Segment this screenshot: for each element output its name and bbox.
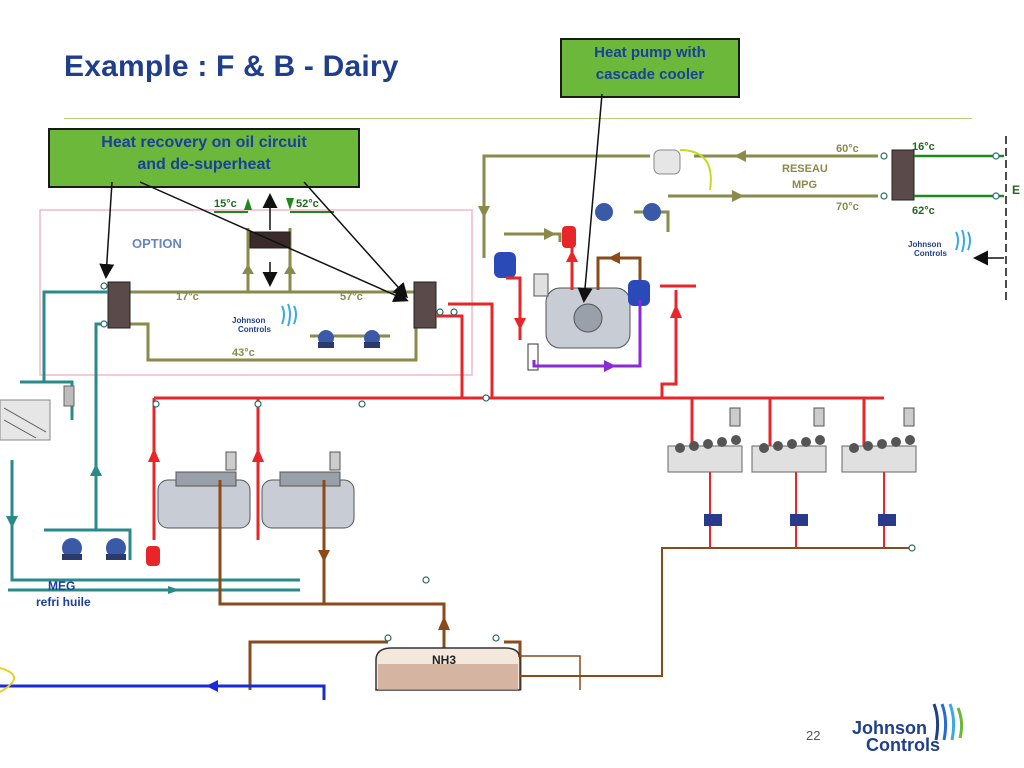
heat-pump-compressor (533, 273, 631, 349)
meg-label: MEG (48, 579, 75, 593)
teal-arrow-down (6, 516, 18, 528)
olive-reseau-circuit (482, 154, 878, 258)
jc-small-2-a: Johnson (908, 240, 941, 249)
chiller-1 (157, 451, 251, 529)
reseau-label: RESEAU (782, 163, 828, 175)
right-plate-exchanger (413, 281, 437, 329)
olive-arrow-up-right (284, 264, 296, 274)
callout-arrow-right-1 (139, 181, 409, 302)
heat-pump-callout-line1: Heat pump with (594, 44, 706, 61)
temp-60: 60°c (836, 143, 859, 155)
olive-arrow-down-left (478, 206, 490, 218)
jc-small-swirl-1 (281, 303, 297, 327)
callout-arrow-heat-pump (577, 93, 603, 303)
callout-arrow-left (99, 181, 115, 279)
left-dry-cooler (0, 385, 75, 441)
right-dry-cooler-3 (841, 407, 917, 473)
right-dry-cooler-pumps (704, 472, 896, 548)
red-arrow-up-2 (252, 448, 264, 462)
blue-arrow-left (206, 680, 218, 692)
teal-arrow-right (168, 586, 180, 594)
blue-line (0, 684, 326, 700)
hp-purple-arrow (604, 360, 616, 372)
red-expansion-tank-left (146, 546, 160, 566)
logo-line1: Johnson (852, 718, 927, 738)
logo-line2: Controls (866, 735, 940, 755)
heat-recovery-callout: Heat recovery on oil circuit and de-supe… (48, 128, 360, 188)
hp-red-arrow-down (514, 318, 526, 330)
edge-letter: E (1012, 183, 1020, 197)
jc-small-2-b: Controls (914, 249, 947, 258)
green-output-lines (914, 154, 1004, 198)
heat-pump-vessels (494, 149, 681, 371)
heat-recovery-callout-line2: and de-superheat (137, 156, 271, 173)
temp-15: 15°c (214, 198, 237, 210)
temp-43: 43°c (232, 347, 255, 359)
logo-swirl-icon (932, 703, 964, 741)
hp-brown-arrow (608, 252, 620, 264)
option-label: OPTION (132, 236, 182, 251)
green-arrow-down (286, 198, 294, 210)
olive-arrow-left-top (734, 150, 746, 162)
brown-right-line (520, 547, 912, 677)
temp-16: 16°c (912, 141, 935, 153)
title-divider (64, 118, 972, 119)
hp-red-arrow-up (566, 250, 578, 262)
valves (100, 152, 1000, 642)
red-arrow-up-1 (148, 448, 160, 462)
temp-57: 57°c (340, 291, 363, 303)
temp-17: 17°c (176, 291, 199, 303)
olive-arrow-right-mid (732, 190, 744, 202)
red-arrow-up-3 (670, 304, 682, 318)
page-number: 22 (806, 728, 821, 743)
reseau-heat-exchanger (891, 149, 915, 201)
left-plate-exchanger (107, 281, 131, 329)
slide-title: Example : F & B - Dairy (64, 50, 399, 83)
brown-arrow-down (318, 550, 330, 562)
hp-purple-line (532, 300, 642, 368)
teal-arrow-up (90, 464, 102, 476)
jc-small-1-a: Johnson (232, 316, 265, 325)
meg-pumps (62, 538, 126, 560)
nh3-fill (378, 664, 518, 690)
right-dry-cooler-2 (751, 407, 827, 473)
refri-huile-label: refri huile (36, 595, 91, 609)
heat-pump-callout: Heat pump with cascade cooler (560, 38, 740, 98)
brown-arrow-up (438, 616, 450, 630)
option-pumps (318, 330, 380, 348)
olive-arrow-up-left (242, 264, 254, 274)
right-dry-cooler-1 (667, 407, 743, 473)
brown-vessel-thin (518, 655, 581, 690)
yellow-arc (0, 667, 15, 693)
green-arrow-up (244, 198, 252, 210)
process-diagram: OPTION 15°c 52°c 17°c 57°c 43°c Johnson … (0, 93, 1020, 700)
jc-small-swirl-2 (955, 229, 971, 253)
nh3-label: NH3 (432, 653, 456, 667)
jc-small-1-b: Controls (238, 325, 271, 334)
logo-text: Johnson Controls (852, 718, 940, 755)
heat-recovery-callout-line1: Heat recovery on oil circuit (101, 134, 307, 151)
chiller-2 (261, 451, 355, 529)
temp-52: 52°c (296, 198, 319, 210)
option-box (39, 209, 473, 376)
heat-pump-callout-line2: cascade cooler (595, 66, 705, 83)
olive-arrow-right-low (544, 228, 556, 240)
temp-62: 62°c (912, 205, 935, 217)
hp-yellow-curve (679, 149, 712, 191)
callout-arrow-right-2 (303, 181, 409, 299)
temp-70: 70°c (836, 201, 859, 213)
mpg-label: MPG (792, 179, 817, 191)
